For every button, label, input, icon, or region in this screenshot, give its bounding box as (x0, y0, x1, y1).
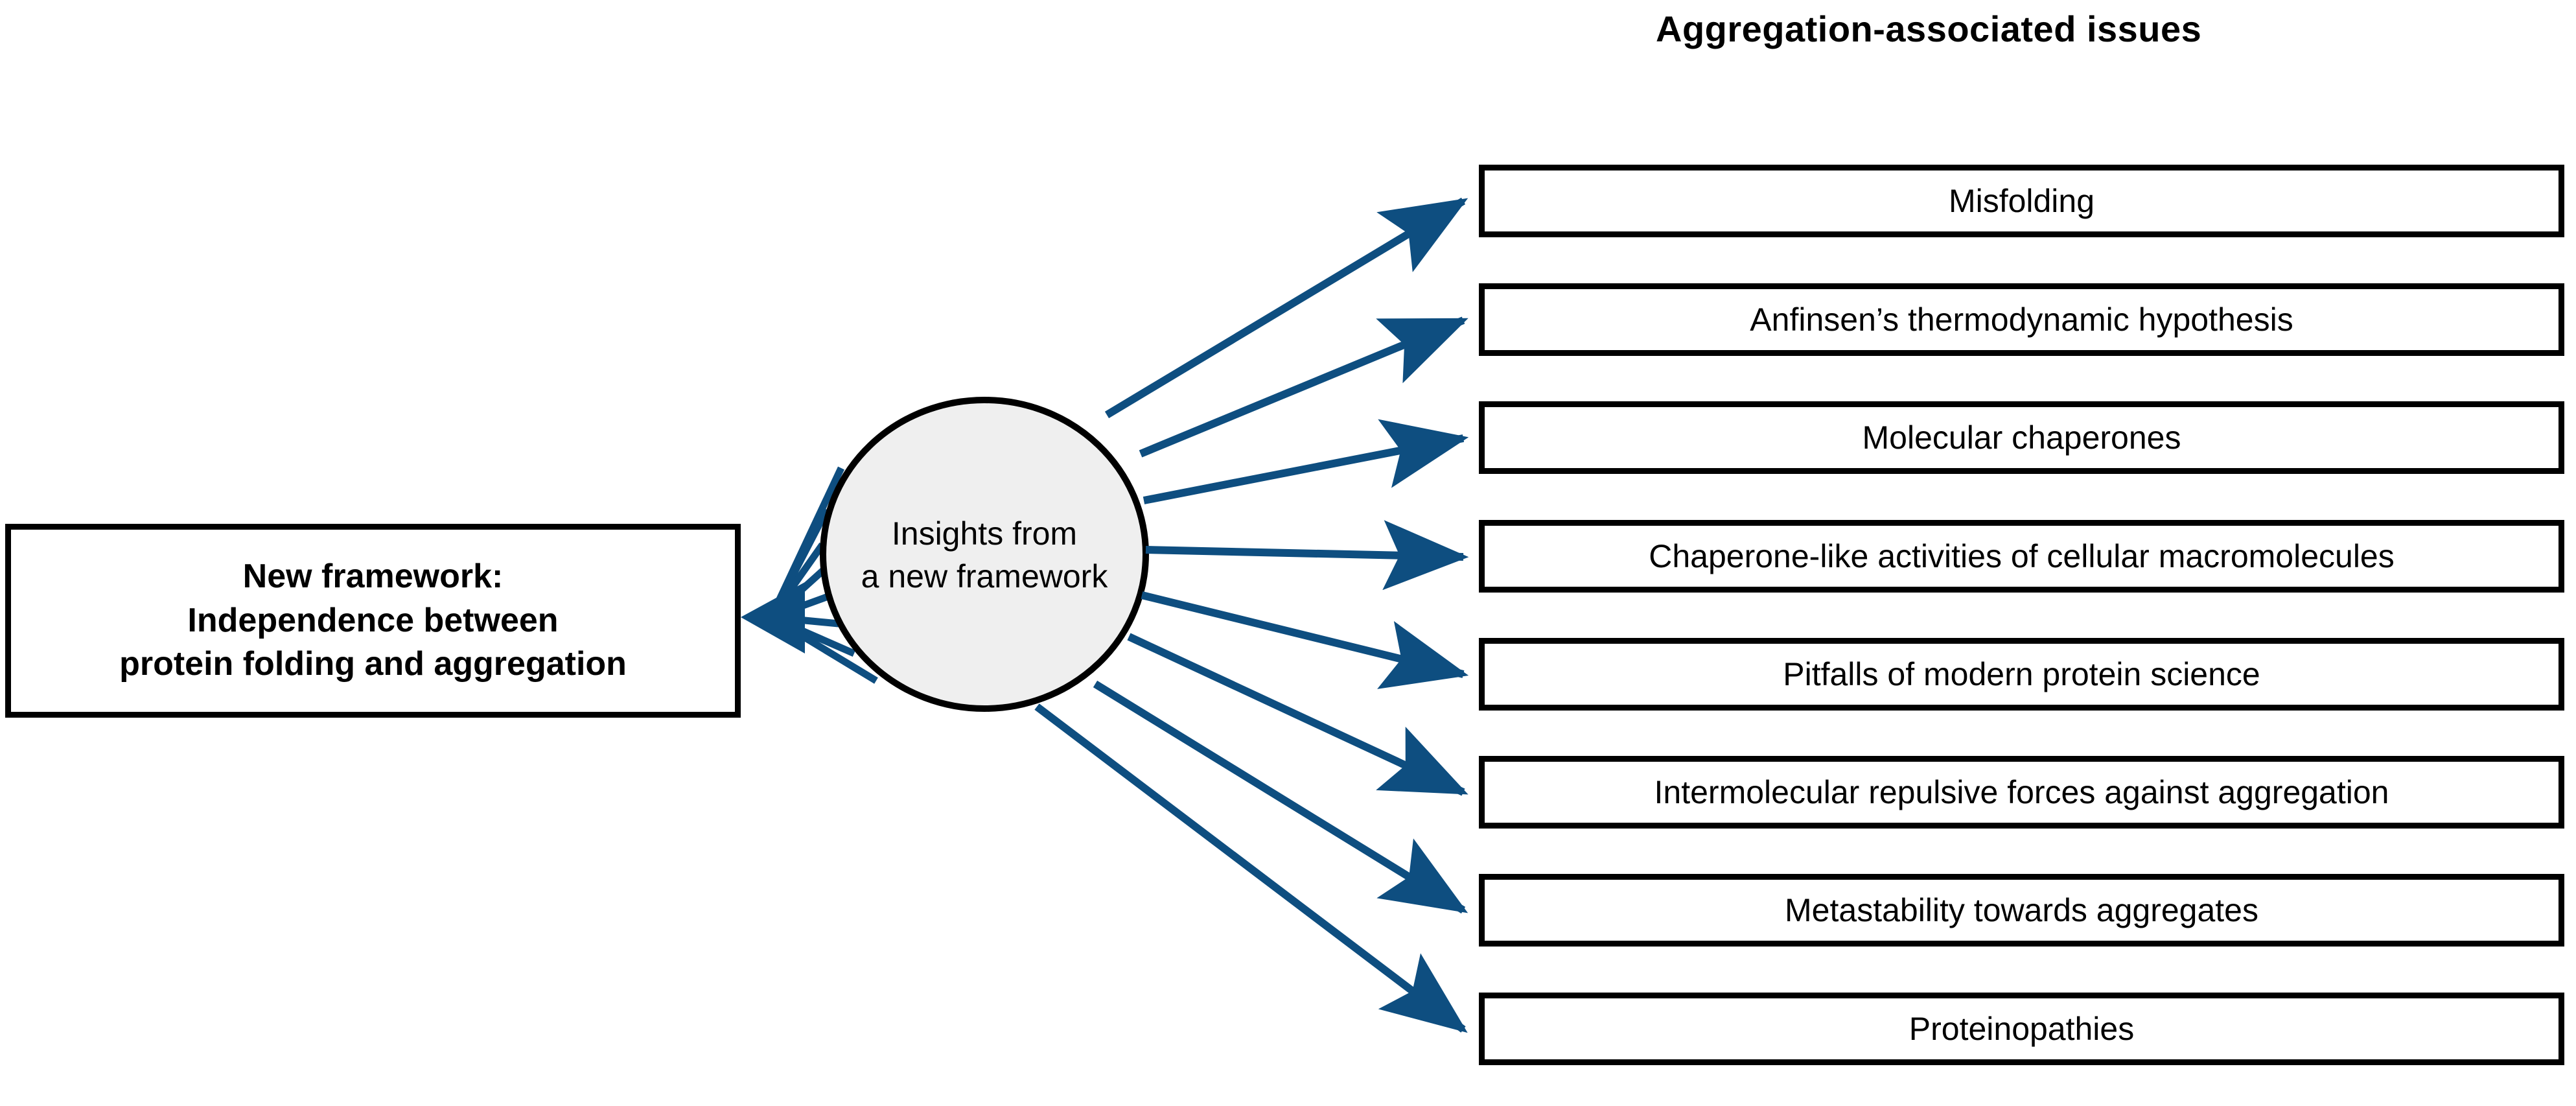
converging-arrowhead (741, 582, 805, 653)
hub-ellipse (820, 397, 1149, 712)
issue-label-6: Intermolecular repulsive forces against … (1654, 774, 2389, 810)
issue-label-1: Misfolding (1948, 183, 2095, 219)
framework-line-2: Independence between (187, 601, 559, 639)
radiating-arrows (1034, 197, 1469, 1033)
issue-box-1[interactable]: Misfolding (1479, 165, 2564, 237)
issue-box-2[interactable]: Anfinsen’s thermodynamic hypothesis (1479, 283, 2564, 356)
arrow-to-issue-7 (1093, 680, 1468, 914)
framework-box[interactable]: New framework: Independence between prot… (5, 524, 741, 718)
issue-label-2: Anfinsen’s thermodynamic hypothesis (1750, 301, 2293, 338)
arrow-to-issue-6 (1127, 633, 1468, 796)
issue-box-3[interactable]: Molecular chaperones (1479, 401, 2564, 474)
arrow-to-issue-1 (1104, 197, 1468, 419)
issue-label-4: Chaperone-like activities of cellular ma… (1649, 538, 2395, 574)
issue-box-8[interactable]: Proteinopathies (1479, 993, 2564, 1065)
issue-box-4[interactable]: Chaperone-like activities of cellular ma… (1479, 520, 2564, 593)
issue-label-5: Pitfalls of modern protein science (1783, 656, 2260, 692)
arrow-to-issue-2 (1139, 316, 1468, 458)
issue-label-3: Molecular chaperones (1862, 419, 2181, 456)
arrow-to-issue-8 (1034, 703, 1468, 1033)
framework-line-1: New framework: (242, 558, 504, 596)
arrow-to-issue-4 (1145, 520, 1469, 591)
framework-box-text: New framework: Independence between prot… (119, 555, 627, 687)
issue-box-5[interactable]: Pitfalls of modern protein science (1479, 638, 2564, 711)
page-title: Aggregation-associated issues (1656, 8, 2202, 49)
framework-line-3: protein folding and aggregation (119, 645, 627, 683)
arrow-to-issue-5 (1141, 591, 1469, 689)
issue-box-6[interactable]: Intermolecular repulsive forces against … (1479, 756, 2564, 829)
issue-label-7: Metastability towards aggregates (1785, 892, 2258, 928)
arrow-to-issue-3 (1143, 419, 1469, 504)
issue-label-8: Proteinopathies (1909, 1011, 2135, 1047)
issue-box-7[interactable]: Metastability towards aggregates (1479, 874, 2564, 947)
